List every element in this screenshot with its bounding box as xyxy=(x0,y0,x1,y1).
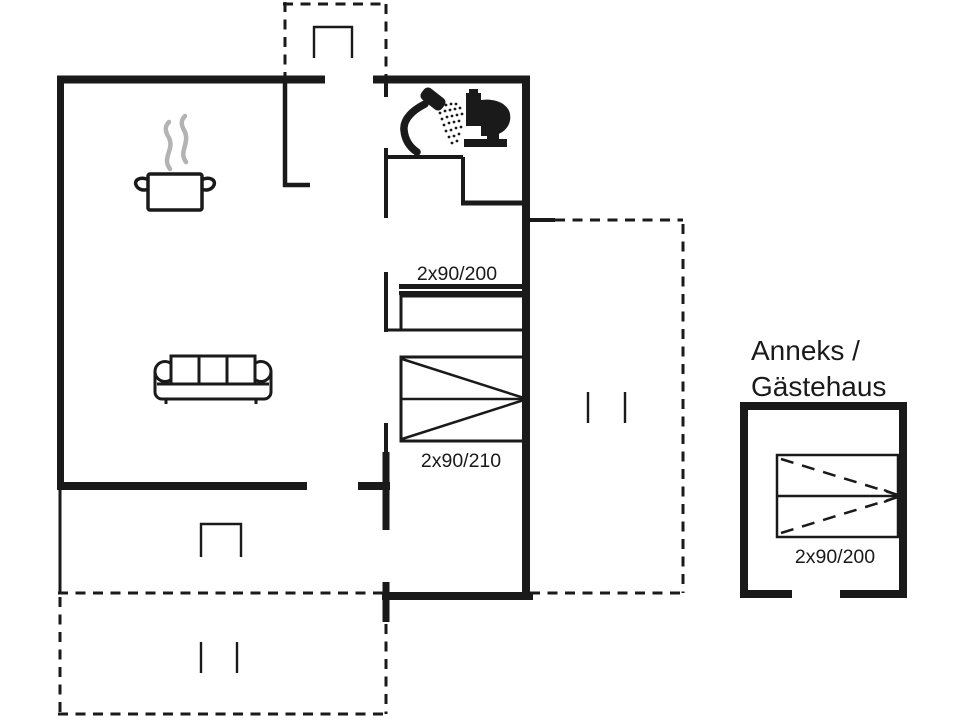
steam-wisp-right xyxy=(179,113,189,165)
sofa-cushions xyxy=(169,354,257,386)
pot-handle-left xyxy=(133,176,150,192)
bed-top-label: 2x90/200 xyxy=(417,263,497,285)
shower-handle xyxy=(400,100,429,156)
annex-bed xyxy=(775,453,900,539)
bed-bottom-label: 2x90/210 xyxy=(421,450,501,472)
shower-spray-dots xyxy=(438,102,464,145)
annex-title-line2: Gästehaus xyxy=(751,371,886,402)
bed-bottom-diagonal-upper xyxy=(401,357,525,400)
interior-walls xyxy=(58,83,555,593)
toilet-step xyxy=(487,134,499,140)
bed-top: 2x90/200 xyxy=(399,263,527,332)
annex-title-line1: Anneks / xyxy=(751,335,860,366)
toilet-lid xyxy=(469,89,478,94)
annex-walls xyxy=(740,402,907,598)
sofa-icon xyxy=(153,354,273,404)
steam-wisp-left xyxy=(163,119,173,172)
annex-bed-arrow-lower xyxy=(883,495,898,504)
annex-bed-diagonal-upper xyxy=(780,457,899,497)
toilet-base xyxy=(464,139,507,147)
shower-icon xyxy=(400,87,464,156)
shower-head xyxy=(420,87,446,111)
pot-handle-right xyxy=(200,176,217,192)
bed-bottom-diagonal-lower xyxy=(401,398,525,441)
toilet-icon xyxy=(464,89,511,147)
bed-top-outline xyxy=(399,294,527,332)
toilet-bowl xyxy=(481,99,511,136)
annex-bed-diagonal-lower xyxy=(780,495,899,535)
annex-bed-label: 2x90/200 xyxy=(795,546,875,568)
annex: Anneks / Gästehaus 2x90/200 xyxy=(740,335,907,598)
door-symbols xyxy=(199,25,627,673)
porch-door-symbol xyxy=(312,25,354,58)
annex-bed-arrow-upper xyxy=(883,488,898,497)
bed-bottom: 2x90/210 xyxy=(399,355,527,472)
toilet-tank xyxy=(466,93,481,126)
bed-top-headboard-bar2 xyxy=(399,291,526,295)
bed-top-headboard-bar1 xyxy=(399,284,526,289)
main-house-walls xyxy=(57,75,533,622)
pot-body xyxy=(146,172,204,212)
cooking-pot-steam-icon xyxy=(133,113,217,212)
dashed-outlines xyxy=(58,2,685,716)
terrace-door-symbol xyxy=(199,522,243,557)
